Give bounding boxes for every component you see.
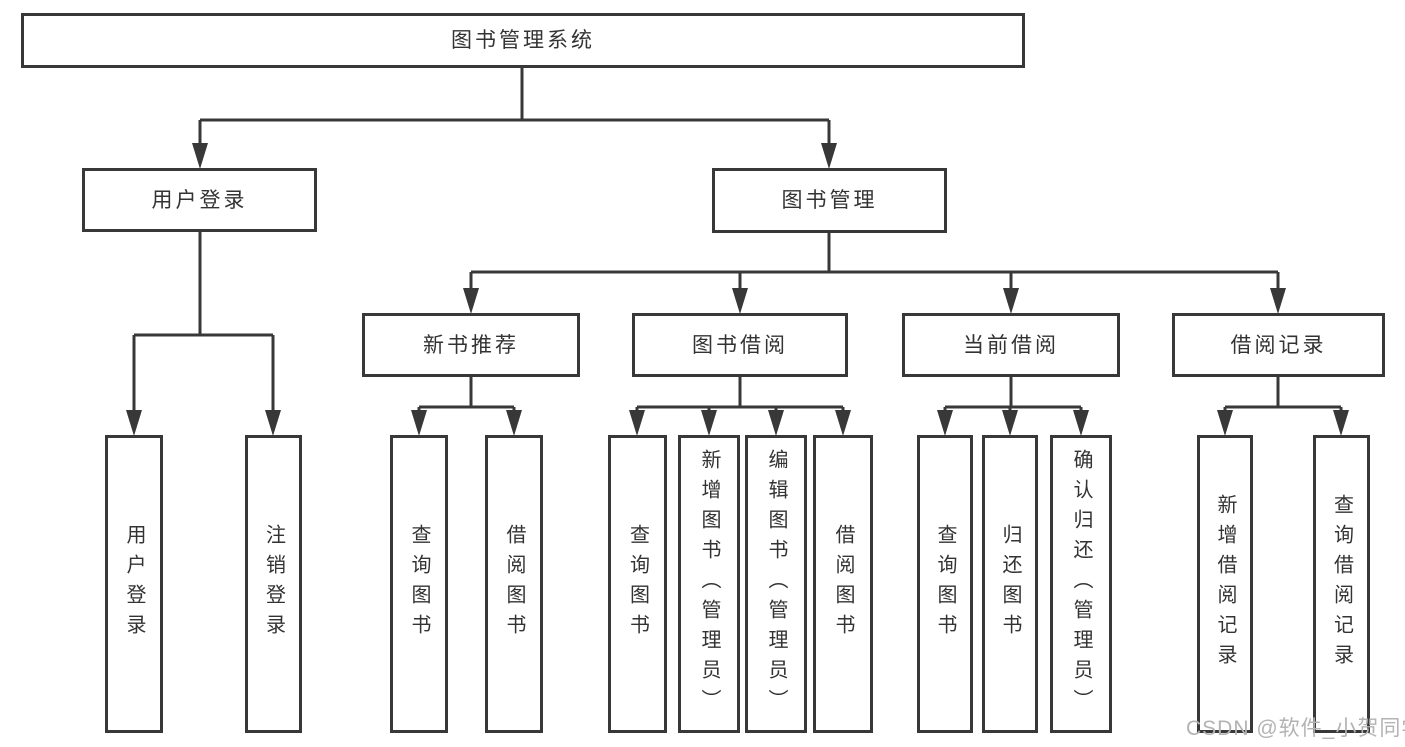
node-leaf-add-borrow-record: 新增借阅记录 <box>1197 435 1253 733</box>
node-leaf-confirm-return-admin: 确认归还（管理员） <box>1050 435 1112 733</box>
node-leaf-query-book-recommend: 查询图书 <box>390 435 448 733</box>
node-library-management-system: 图书管理系统 <box>21 13 1025 68</box>
node-leaf-borrow-book-borrowing: 借阅图书 <box>813 435 873 733</box>
node-current-borrowing: 当前借阅 <box>902 313 1120 377</box>
node-label: 用户登录 <box>151 188 248 212</box>
node-leaf-borrow-book-recommend: 借阅图书 <box>485 435 543 733</box>
node-label: 归还图书 <box>999 524 1021 644</box>
node-label: 新书推荐 <box>423 333 519 357</box>
node-leaf-query-borrow-record: 查询借阅记录 <box>1313 435 1370 733</box>
node-label: 查询图书 <box>626 524 649 644</box>
watermark: CSDN @软件_小贺同学 <box>1186 717 1405 740</box>
node-leaf-logout: 注销登录 <box>245 435 302 733</box>
node-new-book-recommend: 新书推荐 <box>362 313 580 377</box>
node-label: 图书借阅 <box>692 333 788 357</box>
node-label: 新增图书（管理员） <box>698 449 720 719</box>
node-label: 新增借阅记录 <box>1214 494 1236 674</box>
node-borrowing-records: 借阅记录 <box>1172 313 1385 377</box>
arrow-down-icons <box>126 143 1349 436</box>
node-leaf-add-book-admin: 新增图书（管理员） <box>678 435 740 733</box>
node-label: 查询借阅记录 <box>1330 494 1353 674</box>
node-label: 查询图书 <box>934 524 956 644</box>
node-label: 借阅图书 <box>503 524 525 644</box>
node-label: 当前借阅 <box>963 333 1059 357</box>
node-label: 用户登录 <box>123 524 145 644</box>
node-label: 注销登录 <box>262 524 285 644</box>
node-book-borrowing: 图书借阅 <box>632 313 848 377</box>
node-label: 查询图书 <box>408 524 430 644</box>
node-leaf-user-login: 用户登录 <box>105 435 163 733</box>
node-user-login: 用户登录 <box>82 168 317 232</box>
node-leaf-query-book-borrowing: 查询图书 <box>608 435 667 733</box>
node-label: 确认归还（管理员） <box>1070 449 1092 719</box>
node-leaf-query-book-current: 查询图书 <box>917 435 973 733</box>
node-leaf-return-book: 归还图书 <box>982 435 1038 733</box>
node-label: 图书管理系统 <box>451 29 595 52</box>
node-leaf-edit-book-admin: 编辑图书（管理员） <box>745 435 807 733</box>
node-label: 借阅记录 <box>1230 333 1327 357</box>
node-label: 图书管理 <box>781 189 878 212</box>
node-label: 编辑图书（管理员） <box>765 449 787 719</box>
node-book-management: 图书管理 <box>712 168 947 233</box>
node-label: 借阅图书 <box>832 524 854 644</box>
